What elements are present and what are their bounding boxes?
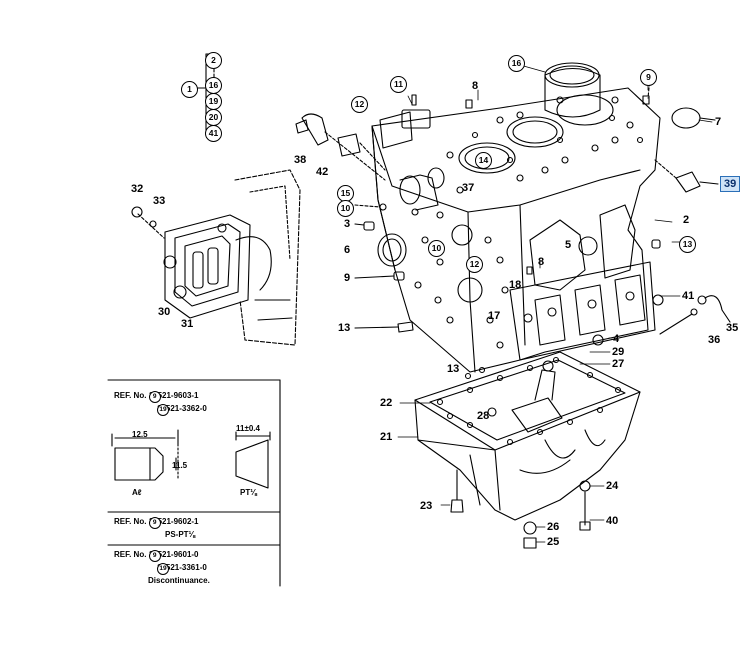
label-4: 4 (613, 333, 620, 345)
label-23: 23 (420, 500, 433, 512)
callout-19a: 19 (205, 93, 222, 110)
label-6: 6 (344, 244, 351, 256)
label-38: 38 (294, 154, 307, 166)
ref-row3-line2: 19 15521-3361-0 (157, 563, 207, 575)
ref-row1-line1: REF. No. 9 15521-9603-1 (114, 391, 199, 403)
callout-20a: 20 (205, 109, 222, 126)
label-32: 32 (131, 183, 144, 195)
label-7: 7 (715, 116, 722, 128)
cylinder-block (371, 62, 661, 373)
label-22: 22 (380, 397, 393, 409)
water-fitting (295, 113, 386, 181)
label-28: 28 (477, 410, 490, 422)
label-5: 5 (565, 239, 572, 251)
label-8a: 8 (472, 80, 479, 92)
label-30: 30 (158, 306, 171, 318)
dim-11-5: 11.5 (172, 461, 188, 470)
ref-row1-line2: 19 15521-3362-0 (157, 404, 207, 416)
label-31: 31 (181, 318, 194, 330)
label-37: 37 (462, 182, 475, 194)
label-13a: 13 (338, 322, 351, 334)
callout-16a: 16 (205, 77, 222, 94)
dim-11-04: 11±0.4 (236, 424, 260, 433)
label-33: 33 (153, 195, 166, 207)
label-18: 18 (509, 279, 522, 291)
callout-13a: 13 (679, 236, 696, 253)
label-9b: 9 (344, 272, 351, 284)
label-42: 42 (316, 166, 329, 178)
oil-pan (414, 351, 641, 549)
oil-pump (131, 169, 301, 346)
dowels-plugs (354, 94, 664, 346)
callout-12b: 12 (466, 256, 483, 273)
label-21: 21 (380, 431, 393, 443)
ref-row3-note: Discontinuance. (148, 576, 210, 585)
sensors (642, 77, 719, 193)
label-2: 2 (683, 214, 690, 226)
label-25: 25 (547, 536, 560, 548)
label-24: 24 (606, 480, 619, 492)
ref-row2-note: PS-PT⅛ (165, 530, 196, 539)
label-3: 3 (344, 218, 351, 230)
ref-row3-line1: REF. No. 9 15521-9601-0 (114, 550, 199, 562)
label-27: 27 (612, 358, 625, 370)
callout-11a: 11 (390, 76, 407, 93)
label-17: 17 (488, 310, 501, 322)
callout-12a: 12 (351, 96, 368, 113)
callout-10b: 10 (428, 240, 445, 257)
label-al: Aℓ (132, 488, 142, 497)
label-36: 36 (708, 334, 721, 346)
ref-row2-line1: REF. No. 9 15521-9602-1 (114, 517, 199, 529)
label-26: 26 (547, 521, 560, 533)
callout-2a: 2 (205, 52, 222, 69)
dim-12-5: 12.5 (132, 430, 148, 439)
label-35: 35 (726, 322, 739, 334)
callout-1: 1 (181, 81, 198, 98)
label-8b: 8 (538, 256, 545, 268)
label-41: 41 (682, 290, 695, 302)
callout-9a: 9 (640, 69, 657, 86)
label-29: 29 (612, 346, 625, 358)
reference-table (107, 379, 281, 587)
leader-lines (397, 64, 713, 543)
sensor-wire (659, 295, 731, 335)
label-13b: 13 (447, 363, 460, 375)
callout-10a: 10 (337, 200, 354, 217)
callout-41a: 41 (205, 125, 222, 142)
label-pt: PT⅛ (240, 488, 257, 497)
callout-14: 14 (475, 152, 492, 169)
label-40: 40 (606, 515, 619, 527)
label-39-highlighted[interactable]: 39 (720, 176, 741, 192)
callout-16b: 16 (508, 55, 525, 72)
